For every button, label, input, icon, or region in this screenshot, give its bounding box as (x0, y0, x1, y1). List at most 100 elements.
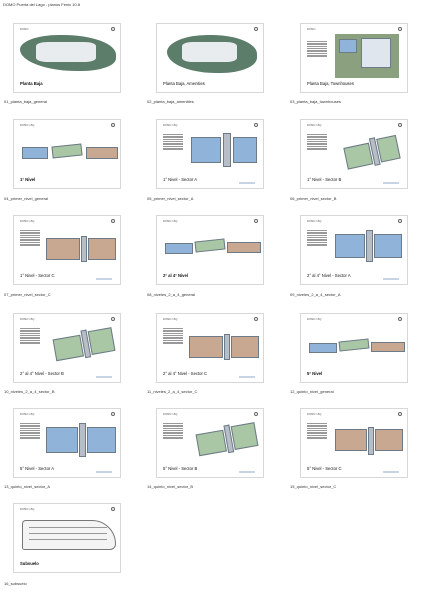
floor-plan-drawing (342, 131, 404, 176)
floor-plan-drawing (309, 338, 405, 356)
floor-plan-drawing (165, 238, 261, 256)
scale-bar (96, 376, 112, 378)
floor-plan-drawing (195, 418, 262, 462)
text-column (163, 327, 183, 345)
thumbnail-caption: 01_planta_baja_general (4, 99, 47, 104)
plan-title: 2° al 4° Nivel - Sector B (20, 371, 64, 376)
thumbnail-quinto-nivel-general[interactable]: DOMO 15Q 5° Nivel (300, 313, 408, 383)
floor-plan-drawing (22, 143, 118, 161)
brand-logo: DOMO 15Q (307, 413, 322, 416)
floor-plan-drawing (189, 133, 259, 169)
thumbnail-primer-nivel-sector-c[interactable]: DOMO 15Q 1° Nivel - Sector C (13, 215, 121, 285)
plan-title: Planta Baja (20, 81, 43, 86)
floor-plan-drawing (46, 423, 118, 459)
text-column (20, 327, 40, 345)
thumbnail-caption: 08_niveles_2_a_4_general (147, 292, 196, 297)
text-column (307, 422, 327, 440)
thumbnail-caption: 11_niveles_2_a_4_sector_C (147, 389, 198, 394)
scale-bar (383, 182, 399, 184)
thumbnail-subsuelo[interactable]: DOMO 15Q Subsuelo (13, 503, 121, 573)
thumbnail-caption: 14_quinto_nivel_sector_B (147, 484, 194, 489)
text-column (163, 422, 183, 440)
plan-title: 1° Nivel - Sector C (20, 273, 55, 278)
compass-icon (398, 412, 402, 416)
thumbnail-niveles-2-a-4-sector-b[interactable]: DOMO 15Q 2° al 4° Nivel - Sector B (13, 313, 121, 383)
thumbnail-caption: 15_quinto_nivel_sector_C (290, 484, 337, 489)
brand-logo: DOMO 15Q (20, 220, 35, 223)
text-column (307, 40, 327, 58)
brand-logo: DOMO 15Q (163, 124, 178, 127)
thumbnail-caption: 10_niveles_2_a_4_sector_B (4, 389, 55, 394)
compass-icon (254, 123, 258, 127)
scale-bar (239, 471, 255, 473)
thumbnail-primer-nivel-general[interactable]: DOMO 15Q 1° Nivel (13, 119, 121, 189)
compass-icon (254, 317, 258, 321)
thumbnail-caption: 04_primer_nivel_general (4, 196, 49, 201)
thumbnail-quinto-nivel-sector-b[interactable]: DOMO 15Q 5° Nivel - Sector B (156, 408, 264, 478)
thumbnail-quinto-nivel-sector-a[interactable]: DOMO 15Q 5° Nivel - Sector A (13, 408, 121, 478)
floor-plan-drawing (52, 323, 119, 367)
scale-bar (383, 471, 399, 473)
scale-bar (96, 278, 112, 280)
thumbnail-primer-nivel-sector-a[interactable]: DOMO 15Q 1° Nivel - Sector A (156, 119, 264, 189)
scale-bar (239, 376, 255, 378)
plan-title: 1° Nivel - Sector A (163, 177, 198, 182)
basement-plan-drawing (22, 520, 116, 550)
floor-plan-drawing (46, 236, 118, 264)
thumbnail-caption: 05_primer_nivel_sector_A (147, 196, 194, 201)
brand-logo: DOMO 15Q (163, 413, 178, 416)
plan-title: Planta Baja, Townhouses (307, 81, 354, 86)
compass-icon (398, 317, 402, 321)
compass-icon (111, 219, 115, 223)
townhouse-plan-drawing (335, 34, 399, 78)
thumbnail-caption: 06_primer_nivel_sector_B (290, 196, 337, 201)
thumbnail-caption: 03_planta_baja_townhouses (290, 99, 341, 104)
compass-icon (111, 317, 115, 321)
plan-title: 5° Nivel - Sector C (307, 466, 342, 471)
brand-logo: DOMO 15Q (20, 413, 35, 416)
thumbnail-caption: 02_planta_baja_amenities (147, 99, 194, 104)
brand-logo: DOMO 15Q (20, 318, 35, 321)
compass-icon (398, 27, 402, 31)
brand-logo: DOMO 15Q (307, 124, 322, 127)
scale-bar (383, 278, 399, 280)
compass-icon (398, 219, 402, 223)
compass-icon (254, 219, 258, 223)
brand-logo: DOMO (307, 28, 316, 31)
thumbnail-niveles-2-a-4-sector-c[interactable]: DOMO 15Q 2° al 4° Nivel - Sector C (156, 313, 264, 383)
building-footprint (36, 42, 96, 62)
text-column (163, 133, 183, 151)
plan-title: 1° Nivel (20, 177, 36, 182)
thumbnail-quinto-nivel-sector-c[interactable]: DOMO 15Q 5° Nivel - Sector C (300, 408, 408, 478)
thumbnail-caption: 12_quinto_nivel_general (290, 389, 334, 394)
compass-icon (111, 27, 115, 31)
thumbnail-primer-nivel-sector-b[interactable]: DOMO 15Q 1° Nivel - Sector B (300, 119, 408, 189)
compass-icon (254, 412, 258, 416)
building-footprint (182, 42, 237, 62)
plan-title: 2° al 4° Nivel - Sector A (307, 273, 351, 278)
text-column (307, 133, 327, 151)
plan-title: 5° Nivel - Sector A (20, 466, 55, 471)
scale-bar (239, 182, 255, 184)
plan-title: 2° al 4° Nivel (163, 273, 188, 278)
thumbnail-niveles-2-a-4-sector-a[interactable]: DOMO 15Q 2° al 4° Nivel - Sector A (300, 215, 408, 285)
compass-icon (254, 27, 258, 31)
thumbnail-niveles-2-a-4-general[interactable]: DOMO 15Q 2° al 4° Nivel (156, 215, 264, 285)
compass-icon (111, 412, 115, 416)
plan-title: Planta Baja, Amenities (163, 81, 205, 86)
text-column (20, 229, 40, 247)
page-title: DOMO Puerta del Lago - planos Fenix 10.8 (3, 2, 80, 7)
compass-icon (111, 123, 115, 127)
brand-logo: DOMO 15Q (307, 220, 322, 223)
plan-title: Subsuelo (20, 561, 39, 566)
floor-plan-drawing (335, 230, 405, 264)
thumbnail-caption: 16_subsuelo (4, 581, 27, 586)
plan-title: 5° Nivel - Sector B (163, 466, 198, 471)
thumbnail-caption: 13_quinto_nivel_sector_A (4, 484, 51, 489)
brand-logo: DOMO 15Q (20, 508, 35, 511)
thumbnail-planta-baja-general[interactable]: DOMO Planta Baja (13, 23, 121, 93)
thumbnail-planta-baja-townhouses[interactable]: DOMO Planta Baja, Townhouses (300, 23, 408, 93)
brand-logo: DOMO 15Q (307, 318, 322, 321)
brand-logo: DOMO 15Q (20, 124, 35, 127)
thumbnail-planta-baja-amenities[interactable]: Planta Baja, Amenities (156, 23, 264, 93)
